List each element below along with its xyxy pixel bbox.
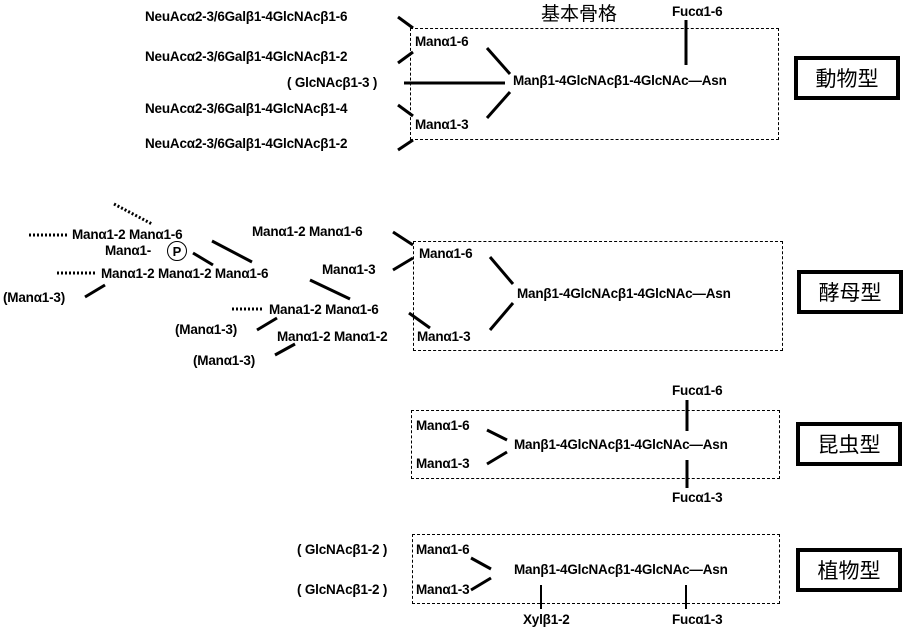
fucose-bottom-label: Fucα1-3 — [672, 612, 723, 627]
line — [470, 576, 492, 592]
xylose-label: Xylβ1-2 — [523, 612, 570, 627]
line — [392, 230, 414, 247]
fucose-bottom-label: Fucα1-3 — [672, 490, 723, 505]
core-chain-label: Manβ1-4GlcNAcβ1-4GlcNAc—Asn — [517, 286, 731, 301]
line — [256, 316, 278, 332]
branch-label: NeuAcα2-3/6Galβ1-4GlcNAcβ1-2 — [145, 136, 348, 151]
line — [309, 278, 351, 301]
line — [485, 91, 512, 119]
branch-label: NeuAcα2-3/6Galβ1-4GlcNAcβ1-4 — [145, 101, 348, 116]
type-label-insect: 昆虫型 — [796, 422, 902, 466]
line — [408, 311, 431, 330]
dotted-line — [113, 202, 153, 226]
core-box-insect — [411, 410, 780, 479]
line — [485, 47, 512, 75]
line — [470, 556, 492, 571]
branch-label: ( GlcNAcβ1-3 ) — [287, 75, 378, 90]
line — [488, 256, 515, 285]
line — [274, 342, 296, 357]
core-chain-label: Manβ1-4GlcNAcβ1-4GlcNAc—Asn — [514, 437, 728, 452]
branch-label: Manα1-2 Manα1-2 Manα1-6 — [101, 266, 269, 281]
branch-label: Manα1-3 — [322, 262, 376, 277]
diagram-title: 基本骨格 — [541, 3, 618, 25]
branch-label: (Manα1-3) — [175, 322, 238, 337]
type-label-plant: 植物型 — [796, 548, 902, 592]
man-a16-label: Manα1-6 — [415, 34, 469, 49]
line — [397, 15, 414, 30]
core-box-plant — [412, 534, 780, 604]
branch-label: Manα1-2 Manα1-6 — [72, 227, 183, 242]
type-label-yeast: 酵母型 — [797, 270, 903, 314]
glcnac-bottom-label: ( GlcNAcβ1-2 ) — [297, 582, 388, 597]
line — [486, 428, 508, 442]
branch-label: NeuAcα2-3/6Galβ1-4GlcNAcβ1-2 — [145, 49, 348, 64]
man-a13-label: Manα1-3 — [416, 582, 470, 597]
line — [397, 138, 414, 152]
line — [488, 302, 515, 331]
branch-label: NeuAcα2-3/6Galβ1-4GlcNAcβ1-6 — [145, 9, 348, 24]
type-label-animal: 動物型 — [794, 56, 900, 100]
line — [211, 239, 253, 264]
man-a16-label: Manα1-6 — [419, 246, 473, 261]
core-chain-label: Manβ1-4GlcNAcβ1-4GlcNAc—Asn — [513, 73, 727, 88]
phosphate-circle: P — [167, 241, 187, 261]
man-a16-label: Manα1-6 — [416, 418, 470, 433]
branch-label: Mana1-2 Manα1-6 — [269, 302, 379, 317]
man-a13-label: Manα1-3 — [415, 117, 469, 132]
man-a16-label: Manα1-6 — [416, 542, 470, 557]
fucose-top-label: Fucα1-6 — [672, 383, 723, 398]
glcnac-top-label: ( GlcNAcβ1-2 ) — [297, 542, 388, 557]
core-chain-label: Manβ1-4GlcNAcβ1-4GlcNAc—Asn — [514, 562, 728, 577]
man-a13-label: Manα1-3 — [417, 329, 471, 344]
branch-label: Manα1-2 Manα1-6 — [252, 224, 363, 239]
line — [84, 283, 106, 299]
fucose-label: Fucα1-6 — [672, 4, 723, 19]
branch-label: Manα1-2 Manα1-2 — [277, 329, 388, 344]
line — [392, 256, 414, 272]
branch-label: (Manα1-3) — [193, 353, 256, 368]
line — [486, 450, 508, 466]
branch-label: Manα1- — [105, 243, 152, 258]
core-box-animal — [410, 28, 779, 140]
branch-label: (Manα1-3) — [3, 290, 66, 305]
man-a13-label: Manα1-3 — [416, 456, 470, 471]
line — [192, 251, 214, 267]
core-box-yeast — [413, 241, 783, 351]
